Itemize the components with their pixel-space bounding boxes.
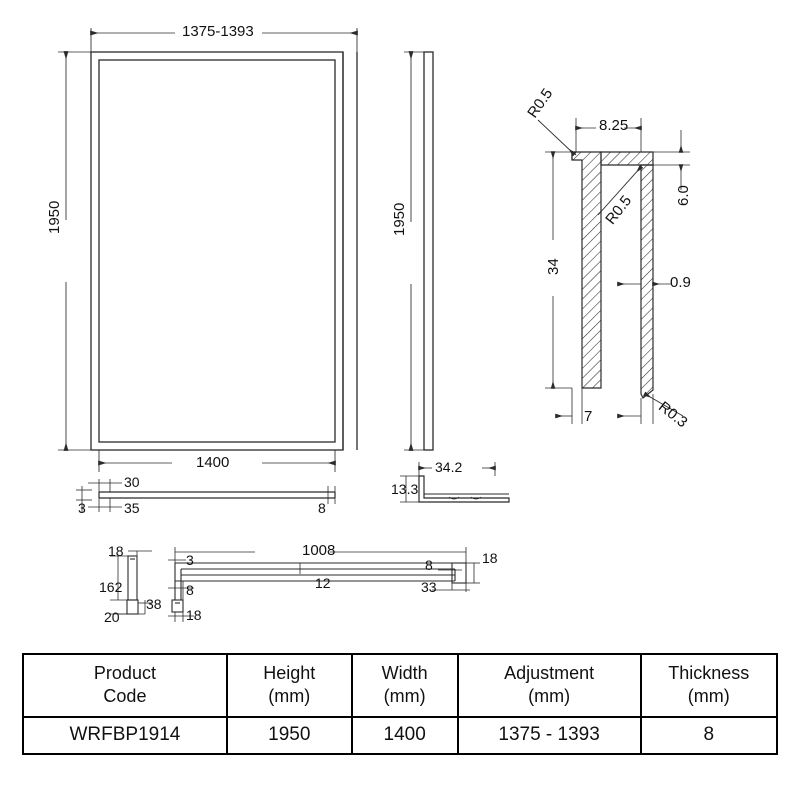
- header-line1: Height: [263, 663, 316, 683]
- side-elevation: [423, 51, 434, 451]
- dim-arm-mid: 12: [315, 575, 331, 591]
- header-line1: Product: [93, 663, 156, 683]
- dim-section-right-height: 6.0: [675, 185, 692, 206]
- extrusion-cross-section: [537, 118, 690, 424]
- dim-section-left-height: 34: [545, 258, 562, 275]
- dim-main-top: 1375-1393: [182, 23, 254, 40]
- dim-hsec-b: 3: [78, 500, 86, 516]
- dim-post-top: 18: [108, 543, 124, 559]
- cell-product-code: WRFBP1914: [22, 716, 228, 756]
- dim-main-left: 1950: [46, 200, 63, 234]
- horizontal-section-detail: [76, 479, 336, 512]
- dim-arm-left-base: 18: [186, 607, 202, 623]
- main-panel-front-elevation: [90, 51, 358, 451]
- table-row: WRFBP1914 1950 1400 1375 - 1393 8: [22, 716, 779, 756]
- dim-post-bottom: 20: [104, 609, 120, 625]
- dim-arm-right-b: 18: [482, 550, 498, 566]
- dim-side-height: 1950: [391, 202, 408, 236]
- dim-arm-left-top: 3: [186, 552, 194, 568]
- dim-arm-length: 1008: [302, 542, 336, 559]
- dim-hsec-c: 35: [124, 500, 140, 516]
- header-line2: (mm): [268, 686, 311, 707]
- dim-section-top-width: 8.25: [599, 117, 629, 134]
- header-thickness: Thickness (mm): [639, 652, 779, 719]
- header-line1: Width: [381, 663, 428, 683]
- dim-section-wall: 0.9: [670, 274, 691, 291]
- dim-post-foot: 38: [146, 596, 162, 612]
- dim-arm-left-foot: 8: [186, 582, 194, 598]
- header-width: Width (mm): [350, 652, 459, 719]
- header-line2: (mm): [687, 686, 730, 707]
- main-panel-dimension-lines: [58, 28, 358, 472]
- dim-main-bottom: 1400: [196, 454, 230, 471]
- dim-hsec-d: 8: [318, 500, 326, 516]
- cell-width: 1400: [350, 716, 459, 756]
- cell-thickness: 8: [639, 716, 779, 756]
- header-line1: Thickness: [668, 663, 750, 683]
- dim-arm-right-a: 8: [425, 557, 433, 573]
- header-line2: (mm): [528, 686, 571, 707]
- header-line2: (mm): [383, 686, 426, 707]
- channel-profile-section: [400, 462, 510, 503]
- header-height: Height (mm): [225, 652, 353, 719]
- header-line2: Code: [103, 686, 147, 707]
- cell-height: 1950: [225, 716, 353, 756]
- dim-section-bottom-left: 7: [584, 408, 593, 425]
- dim-channel-height: 13.3: [391, 481, 419, 497]
- post-detail: [110, 550, 152, 615]
- support-arm-detail: [168, 547, 480, 622]
- dim-hsec-a: 30: [124, 474, 140, 490]
- specification-table: Product Code Height (mm) Width (mm) Adju…: [22, 652, 779, 756]
- dim-post-height: 162: [99, 579, 123, 595]
- dim-arm-right-c: 33: [421, 579, 437, 595]
- header-line1: Adjustment: [504, 663, 595, 683]
- cell-adjustment: 1375 - 1393: [456, 716, 642, 756]
- header-product-code: Product Code: [22, 652, 228, 719]
- side-elevation-dimension: [404, 51, 424, 451]
- table-header-row: Product Code Height (mm) Width (mm) Adju…: [22, 652, 779, 719]
- dim-channel-width: 34.2: [435, 459, 463, 475]
- header-adjustment: Adjustment (mm): [456, 652, 642, 719]
